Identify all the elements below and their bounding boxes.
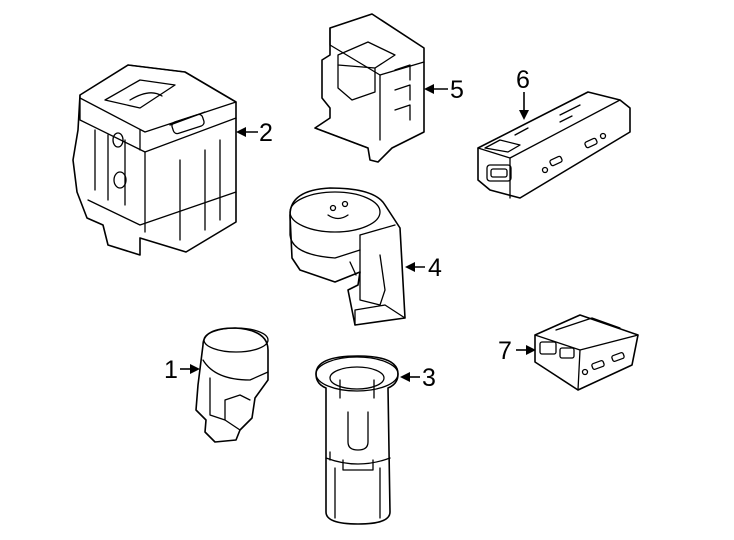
part-7-usb-port [534, 314, 639, 391]
arrowhead-3 [400, 372, 410, 382]
callout-6: 6 [516, 66, 530, 120]
arrowhead-4 [405, 262, 415, 272]
callout-7: 7 [498, 337, 536, 365]
callout-4: 4 [405, 254, 442, 282]
callout-label-1: 1 [164, 356, 178, 384]
callout-label-5: 5 [450, 76, 464, 104]
callout-label-2: 2 [259, 119, 273, 147]
callout-label-6: 6 [516, 66, 530, 94]
arrowhead-2 [236, 127, 246, 137]
callout-3: 3 [400, 364, 436, 392]
part-2-double-switch [72, 64, 237, 256]
arrowhead-7 [526, 345, 536, 355]
part-6-usb-module [477, 91, 631, 199]
part-5-switch [314, 13, 425, 163]
callout-1: 1 [164, 356, 200, 384]
callout-5: 5 [424, 76, 464, 104]
arrowhead-6 [519, 110, 529, 120]
callout-label-7: 7 [498, 337, 512, 365]
part-1-push-button [195, 327, 269, 443]
part-3-power-socket [315, 355, 399, 525]
arrowhead-1 [190, 364, 200, 374]
callout-label-4: 4 [428, 254, 442, 282]
callout-label-3: 3 [422, 364, 436, 392]
part-4-rotary-switch [289, 187, 406, 326]
arrowhead-5 [424, 84, 434, 94]
callout-2: 2 [236, 119, 273, 147]
